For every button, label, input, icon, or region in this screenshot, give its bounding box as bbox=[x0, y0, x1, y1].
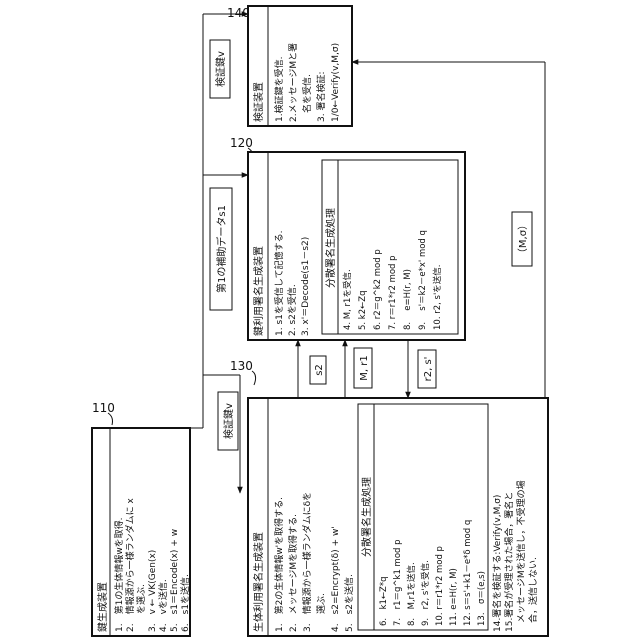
bioauth-sub-step: 10. r＝r1*r2 mod p bbox=[435, 546, 445, 626]
verify-step: 3. 署名検証: bbox=[315, 72, 327, 122]
verify-step: 名を受信. bbox=[301, 74, 313, 122]
label-vk-top-text: 検証鍵v bbox=[214, 51, 227, 87]
bioauth-bottom-step: メッセージMを送信し，不受理の場 bbox=[515, 480, 527, 632]
keyuse-sub-step: 10. r2, s'を送信. bbox=[432, 265, 443, 331]
bioauth-step: 選ぶ. bbox=[316, 593, 327, 632]
keyuse-sub-title: 分散署名生成処理 bbox=[324, 208, 337, 288]
keyuse-sub-step: 6. r2＝g^k2 mod p bbox=[373, 249, 383, 330]
bioauth-title: 生体利用署名生成装置 bbox=[252, 532, 265, 632]
bioauth-step: 4. s2=Encrypt(δ) + w' bbox=[331, 526, 341, 632]
keyuse-sub-step: 5. k2←Zq bbox=[358, 291, 368, 330]
verify-step: 2.メッセージMと署 bbox=[288, 43, 299, 122]
device-bioauth: 130 生体利用署名生成装置 1. 第2の生体情報w'を取得する.2. メッセー… bbox=[230, 359, 548, 636]
keygen-step: 2. 情報源から一様ランダムに x bbox=[124, 498, 136, 632]
keygen-step: 4. vを送信. bbox=[157, 579, 169, 632]
keygen-step: 6. s1を送信. bbox=[179, 574, 191, 632]
bioauth-step: 2. メッセージMを取得する. bbox=[287, 514, 299, 632]
bioauth-sub-step: 11. e=H(r, M) bbox=[449, 568, 459, 626]
ref-110: 110 bbox=[92, 401, 115, 415]
label-msig: （M,σ） bbox=[512, 212, 532, 266]
bioauth-bottom-step: 15.署名が受理された場合，署名と bbox=[503, 492, 515, 632]
label-msig-text: （M,σ） bbox=[517, 220, 529, 258]
label-aux: 第1の補助データs1 bbox=[210, 188, 232, 310]
verify-title: 検証装置 bbox=[252, 82, 265, 122]
keygen-step: 1. 第1の生体情報wを取得. bbox=[113, 517, 125, 632]
keyuse-sub-step: 9. s'＝k2－e*x' mod q bbox=[418, 230, 428, 330]
bioauth-bottom-step: 14.署名を検証する:Verify(v,M,σ) bbox=[491, 495, 503, 632]
label-s2-text: s2 bbox=[314, 364, 325, 376]
verify-step: 1/0←Verify(v,M,σ) bbox=[331, 43, 341, 122]
bioauth-sub-title: 分散署名生成処理 bbox=[360, 477, 373, 557]
label-r2s-text: r2, s' bbox=[423, 357, 434, 382]
bioauth-bottom-step: 合，送信しない. bbox=[527, 557, 539, 632]
keyuse-step: 1. s1を受信して記憶する. bbox=[273, 231, 285, 336]
keyuse-sub-step: 7. r＝r1*r2 mod p bbox=[388, 255, 398, 330]
keygen-step: を選ぶ. bbox=[136, 584, 147, 632]
verify-step: 1.検証鍵を受信. bbox=[273, 57, 285, 122]
label-mr1: M, r1 bbox=[354, 348, 372, 388]
label-vk-mid: 検証鍵v bbox=[218, 392, 238, 450]
keyuse-sub-step: 8. e=H(r, M) bbox=[403, 269, 413, 330]
label-mr1-text: M, r1 bbox=[359, 355, 370, 380]
keygen-step: 3. v ← VK(Gen(x) bbox=[148, 550, 158, 632]
device-keyuse: 120 鍵利用署名生成装置 1. s1を受信して記憶する.2. s2を受信.3.… bbox=[230, 136, 465, 340]
keygen-title: 鍵生成装置 bbox=[96, 582, 109, 632]
bioauth-sub-step: 6. k1←Z*q bbox=[379, 576, 389, 626]
keyuse-step: 3. x'＝Decode(s1－s2) bbox=[301, 237, 311, 336]
label-vk-top: 検証鍵v bbox=[210, 40, 230, 98]
bioauth-sub-step: 9. r2, s'を受信. bbox=[420, 560, 431, 626]
keyuse-step: 2. s2を受信. bbox=[286, 284, 298, 336]
keyuse-sub-step: 4. M, r1を受信. bbox=[342, 269, 353, 330]
bioauth-step: 5. s2を送信. bbox=[343, 574, 355, 632]
bioauth-sub-step: 13. σ＝(e,s) bbox=[477, 571, 487, 626]
ref-140: 140 bbox=[227, 6, 250, 20]
label-s2: s2 bbox=[310, 356, 326, 384]
device-verify: 140 検証装置 1.検証鍵を受信.2.メッセージMと署 名を受信.3. 署名検… bbox=[227, 6, 352, 126]
ref-120: 120 bbox=[230, 136, 253, 150]
bioauth-sub-step: 12. s＝s'+k1－e*δ mod q bbox=[463, 520, 473, 626]
label-vk-mid-text: 検証鍵v bbox=[222, 403, 235, 439]
bioauth-sub-step: 8. M,r1を送信. bbox=[406, 562, 417, 626]
bioauth-sub-step: 7. r1＝g^k1 mod p bbox=[393, 539, 403, 626]
keyuse-title: 鍵利用署名生成装置 bbox=[252, 246, 265, 336]
label-r2s: r2, s' bbox=[418, 350, 436, 388]
bioauth-step: 3. 情報源から一様ランダムにδを bbox=[301, 492, 313, 632]
device-keygen: 110 鍵生成装置 1. 第1の生体情報wを取得.2. 情報源から一様ランダムに… bbox=[92, 401, 191, 636]
bioauth-step: 1. 第2の生体情報w'を取得する. bbox=[273, 497, 285, 632]
label-aux-text: 第1の補助データs1 bbox=[215, 205, 228, 293]
keygen-step: 5. s1＝Encode(x) + w bbox=[170, 529, 180, 632]
ref-130: 130 bbox=[230, 359, 253, 373]
ref-130-leader bbox=[252, 371, 256, 385]
